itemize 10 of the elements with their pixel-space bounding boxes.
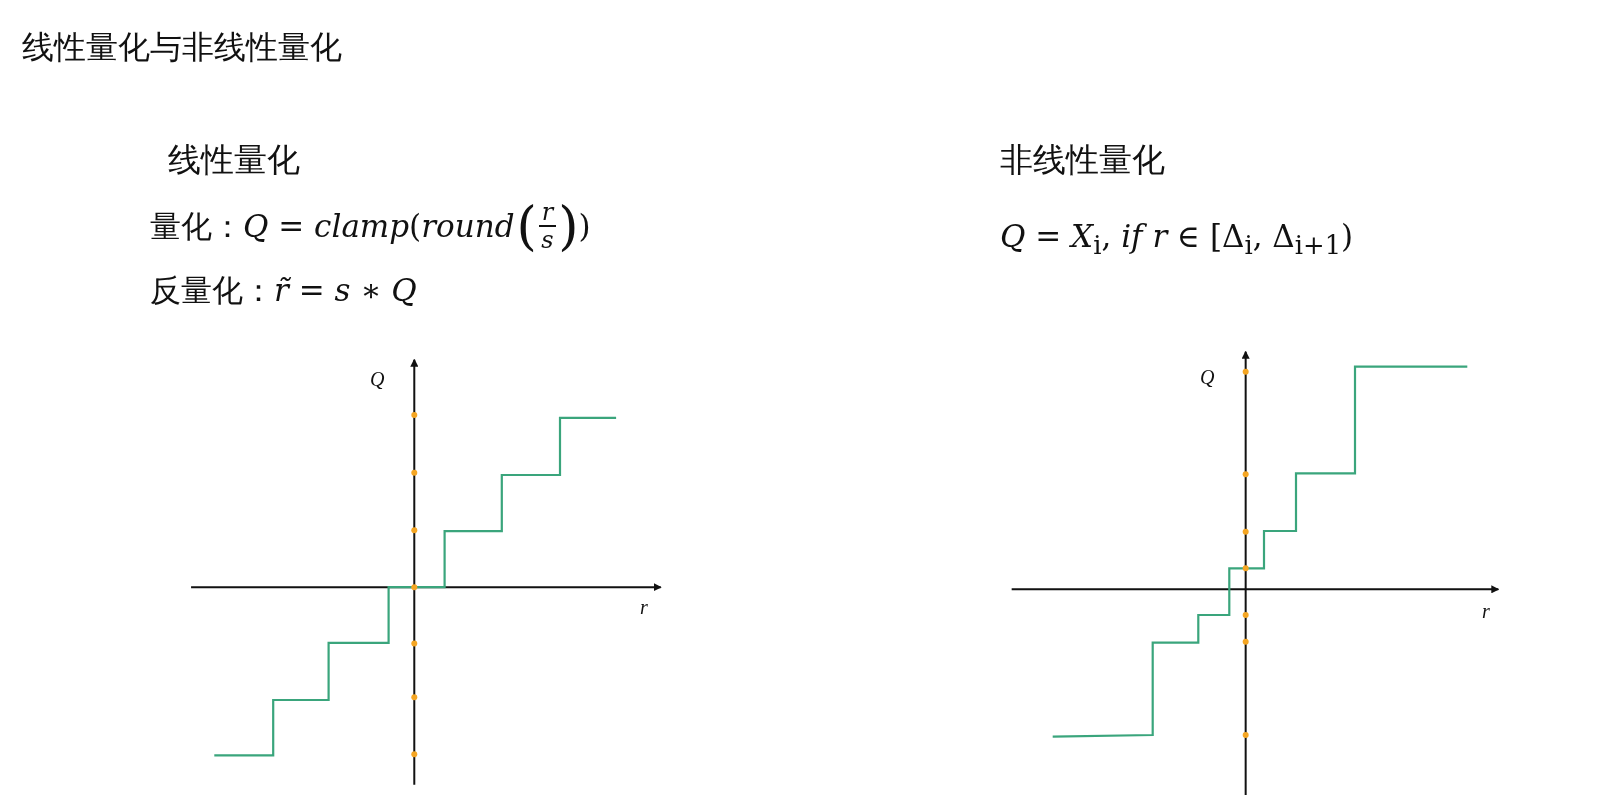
formula-text: 反量化：r̃ = s ∗ Q (150, 271, 417, 310)
axis-label: r (1482, 600, 1490, 623)
section-heading: 非线性量化 (1000, 139, 1165, 181)
formula-text: 量化：Q = clamp(round (150, 207, 515, 246)
page-title: 线性量化与非线性量化 (22, 27, 342, 68)
axis-label: r (640, 596, 648, 619)
formula-text: Q = X$_{i}$, if r ∈ [Δ$_{i}$, Δ$_{i+1}$) (1000, 218, 1354, 261)
axis-label: Q (1200, 366, 1215, 389)
axis-label: Q (370, 368, 385, 391)
section-heading: 线性量化 (168, 139, 300, 181)
